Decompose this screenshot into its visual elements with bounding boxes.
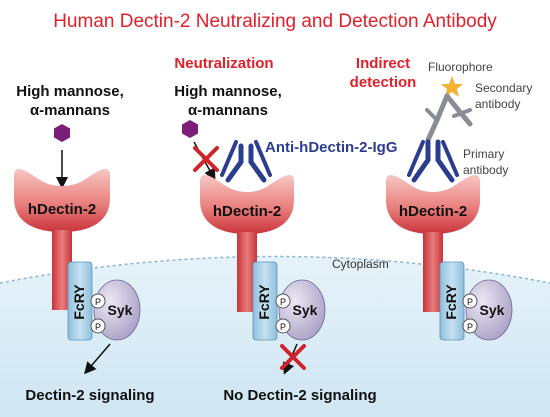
- dectin2-receptor-stem: [237, 232, 257, 312]
- hexagon-ligand-icon: [54, 124, 70, 142]
- arrow-icon: [84, 343, 111, 375]
- cross-mark-icon: [193, 146, 219, 172]
- anti-hdectin2-igg: [220, 140, 272, 183]
- phospho-circle: [275, 293, 291, 309]
- fcry-label: FcRY: [71, 284, 87, 320]
- phospho-circle: [90, 318, 106, 334]
- ligand-label-line2: α-mannans: [30, 102, 110, 119]
- syk-protein: [93, 279, 141, 341]
- detection-header-line2: detection: [350, 74, 417, 91]
- outcome-label: No Dectin-2 signaling: [223, 387, 376, 404]
- secondary-antibody: [425, 93, 473, 143]
- panel-left: High mannose, α-mannans hDectin-2 FcRY S…: [14, 83, 155, 404]
- panel-middle: Neutralization High mannose, α-mannans A…: [174, 55, 397, 404]
- syk-label: Syk: [293, 302, 318, 318]
- receptor-label: hDectin-2: [28, 201, 96, 218]
- phospho-label: P: [280, 322, 286, 332]
- dectin2-receptor-stem: [423, 232, 443, 312]
- detection-header-line1: Indirect: [356, 55, 410, 72]
- fcry-label: FcRY: [256, 284, 272, 320]
- phospho-label: P: [95, 322, 101, 332]
- primary-label-line2: antibody: [463, 163, 508, 177]
- receptor-label: hDectin-2: [213, 203, 281, 220]
- phospho-label: P: [280, 297, 286, 307]
- outcome-label: Dectin-2 signaling: [25, 387, 154, 404]
- dectin2-receptor-head: [386, 174, 480, 234]
- phospho-label: P: [467, 322, 473, 332]
- neutralization-header: Neutralization: [174, 55, 273, 72]
- phospho-circle: [275, 318, 291, 334]
- phospho-circle: [90, 293, 106, 309]
- syk-label: Syk: [480, 302, 505, 318]
- dectin2-receptor-stem: [52, 230, 72, 310]
- ligand-label-line2: α-mannans: [188, 102, 268, 119]
- secondary-label-line2: antibody: [475, 97, 520, 111]
- syk-label: Syk: [108, 302, 133, 318]
- ligand-label-line1: High mannose,: [16, 83, 124, 100]
- membrane-line: [0, 255, 550, 284]
- fluorophore-label: Fluorophore: [428, 60, 493, 74]
- star-fluorophore-icon: [441, 76, 463, 97]
- syk-protein: [465, 279, 513, 341]
- primary-antibody: [407, 139, 459, 183]
- phospho-circle: [462, 318, 478, 334]
- ligand-label-line1: High mannose,: [174, 83, 282, 100]
- panel-right: Indirect detection Fluorophore Secondary…: [350, 55, 532, 341]
- page-title: Human Dectin-2 Neutralizing and Detectio…: [53, 11, 497, 32]
- receptor-label: hDectin-2: [399, 203, 467, 220]
- cytoplasm-label: Cytoplasm: [332, 257, 389, 271]
- primary-label-line1: Primary: [463, 147, 504, 161]
- fcry-label: FcRY: [443, 284, 459, 320]
- phospho-label: P: [467, 297, 473, 307]
- antibody-label: Anti-hDectin-2-IgG: [265, 139, 398, 156]
- phospho-label: P: [95, 297, 101, 307]
- phospho-circle: [462, 293, 478, 309]
- hexagon-ligand-icon: [182, 120, 198, 138]
- dectin2-receptor-head: [14, 168, 110, 232]
- secondary-label-line1: Secondary: [475, 81, 532, 95]
- dectin2-receptor-head: [200, 174, 294, 234]
- cross-mark-icon: [280, 344, 306, 370]
- syk-protein: [278, 279, 326, 341]
